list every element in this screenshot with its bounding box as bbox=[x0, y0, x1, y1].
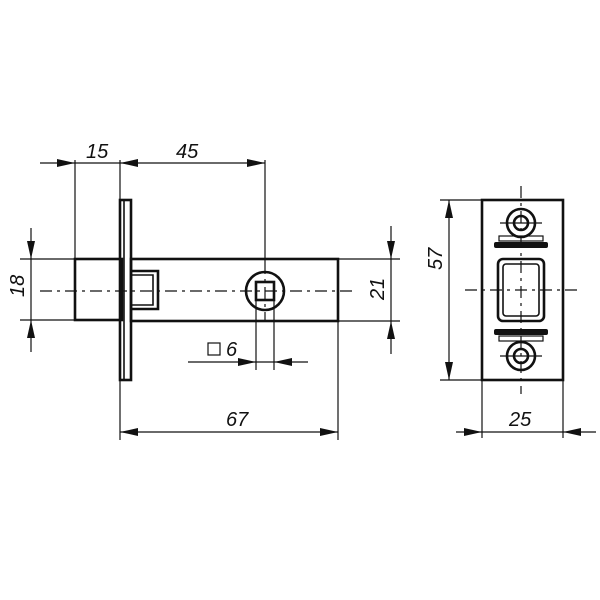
arrow-67-right bbox=[320, 428, 338, 436]
dim-label-25: 25 bbox=[508, 409, 532, 431]
dim-label-45: 45 bbox=[176, 141, 199, 163]
dim-label-18: 18 bbox=[7, 275, 29, 297]
arrow-6-left bbox=[238, 358, 256, 366]
latch-body bbox=[129, 257, 340, 323]
strike-plate-view: 57 25 bbox=[425, 186, 596, 438]
strike-bottom-rib bbox=[494, 329, 548, 335]
arrow-18-bottom bbox=[27, 320, 35, 338]
bolt-channel-inner bbox=[131, 274, 154, 306]
dim-label-15: 15 bbox=[86, 141, 109, 163]
arrow-45-right bbox=[247, 159, 265, 167]
arrow-18-top bbox=[27, 241, 35, 259]
arrow-25-left bbox=[464, 428, 482, 436]
arrow-21-top bbox=[387, 241, 395, 259]
arrow-57-bottom bbox=[445, 362, 453, 380]
arrow-15-left bbox=[57, 159, 75, 167]
dim-label-67: 67 bbox=[226, 409, 249, 431]
bolt-channel bbox=[131, 269, 160, 311]
dim-label-21: 21 bbox=[367, 278, 389, 301]
latch-view: 15 45 18 21 6 67 bbox=[7, 141, 400, 440]
arrow-25-right bbox=[563, 428, 581, 436]
latch-bolt bbox=[73, 257, 124, 322]
dim-label-57: 57 bbox=[425, 247, 447, 270]
arrow-57-top bbox=[445, 200, 453, 218]
arrow-21-bottom bbox=[387, 321, 395, 339]
arrow-6-right bbox=[274, 358, 292, 366]
dim-label-square-6: 6 bbox=[226, 339, 238, 361]
square-symbol-icon bbox=[207, 342, 221, 356]
arrow-67-left bbox=[120, 428, 138, 436]
